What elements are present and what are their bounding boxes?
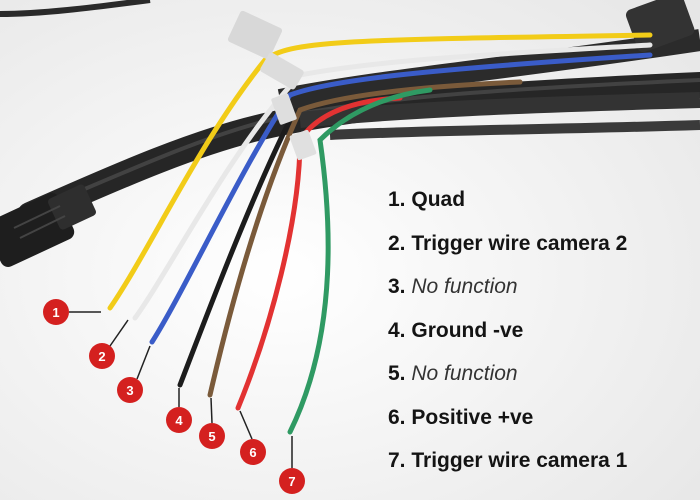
legend-item-3: 3. No function	[388, 270, 693, 314]
legend-item-2: 2. Trigger wire camera 2	[388, 227, 693, 271]
wire-tags	[227, 10, 317, 161]
legend-item-4: 4. Ground -ve	[388, 314, 693, 358]
marker-2: 2	[89, 319, 129, 369]
marker-3-label: 3	[126, 383, 133, 398]
legend-label: Ground -ve	[411, 318, 524, 342]
legend-number: 3.	[388, 275, 406, 298]
wire-yellow	[107, 32, 653, 311]
legend-label: No function	[411, 275, 518, 298]
legend-label: Trigger wire camera 2	[411, 231, 628, 255]
legend-number: 4.	[388, 318, 406, 342]
legend-item-1: 1. Quad	[388, 183, 693, 227]
legend-number: 7.	[388, 449, 406, 472]
marker-4-label: 4	[175, 413, 183, 428]
marker-1: 1	[43, 299, 101, 325]
legend-label: Positive +ve	[411, 405, 534, 429]
marker-7: 7	[279, 436, 305, 494]
legend-number: 6.	[388, 405, 406, 429]
top-left-cable	[0, 0, 151, 17]
marker-4: 4	[166, 388, 192, 433]
wire-green	[287, 87, 433, 435]
marker-2-label: 2	[98, 349, 105, 364]
legend-item-7: 7. Trigger wire camera 1	[388, 444, 693, 488]
marker-1-label: 1	[52, 305, 59, 320]
legend-label: Quad	[411, 188, 466, 211]
wire-red	[235, 95, 403, 411]
legend-number: 5.	[388, 362, 406, 385]
marker-6-label: 6	[249, 445, 256, 460]
colored-wires	[107, 32, 653, 435]
wire-blue	[149, 52, 653, 345]
cable-connector	[0, 184, 96, 267]
marker-5-label: 5	[208, 429, 215, 444]
wire-black	[177, 117, 293, 388]
legend-number: 1.	[388, 188, 406, 211]
wire-legend: 1. Quad 2. Trigger wire camera 2 3. No f…	[388, 183, 693, 488]
marker-3: 3	[117, 345, 151, 403]
marker-6: 6	[239, 410, 266, 465]
marker-7-label: 7	[288, 474, 295, 489]
legend-label: No function	[411, 362, 518, 385]
legend-item-6: 6. Positive +ve	[388, 401, 693, 445]
legend-number: 2.	[388, 231, 406, 255]
wire-bundle	[277, 0, 700, 140]
legend-label: Trigger wire camera 1	[411, 449, 628, 472]
legend-item-5: 5. No function	[388, 357, 693, 401]
marker-5: 5	[199, 397, 225, 449]
